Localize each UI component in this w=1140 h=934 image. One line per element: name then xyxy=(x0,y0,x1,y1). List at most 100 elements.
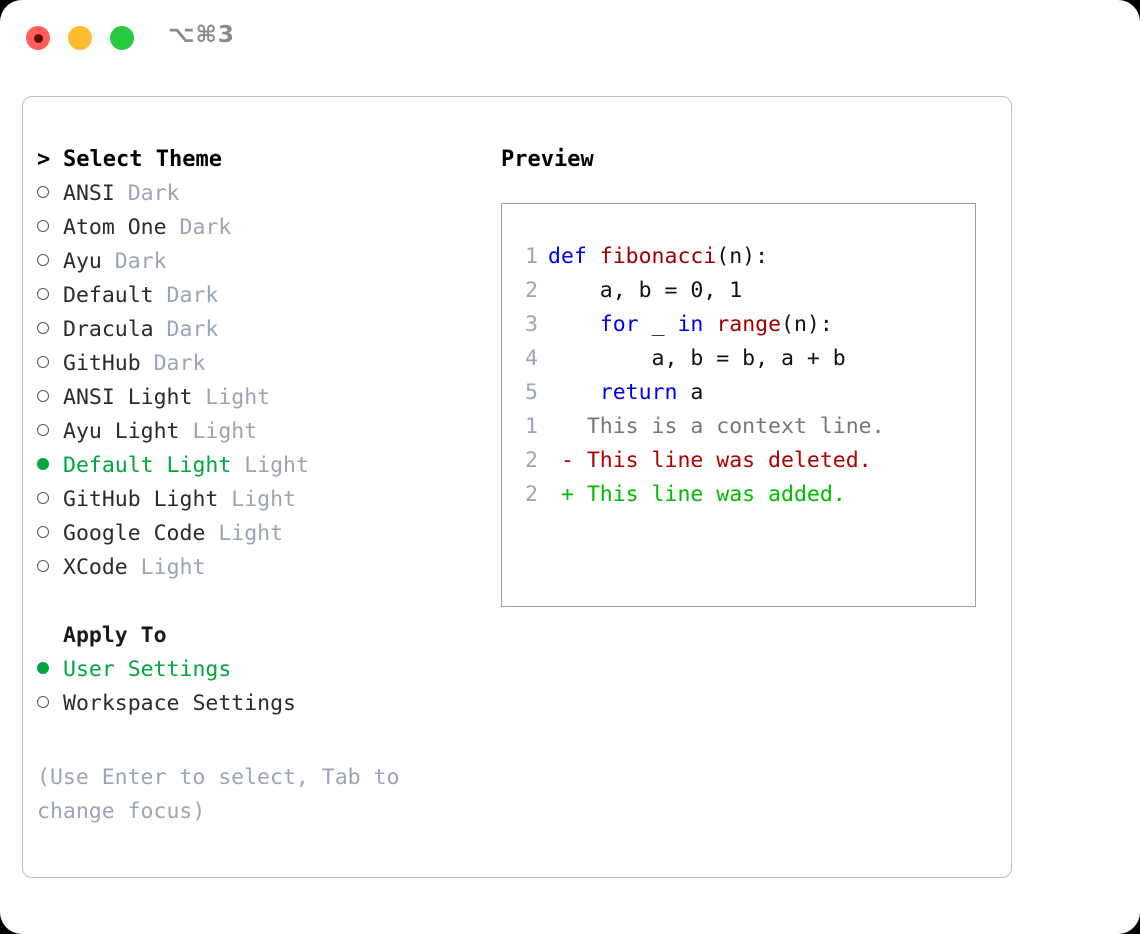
page-title: Select Theme xyxy=(63,147,222,172)
code-token: _ xyxy=(638,312,678,337)
close-light[interactable] xyxy=(26,26,50,50)
code-token: return xyxy=(599,380,678,405)
theme-option-ansi-light[interactable]: ANSI Light Light xyxy=(37,381,477,415)
line-number: 5 xyxy=(525,380,538,405)
diff-text: This is a context line. xyxy=(548,414,885,439)
theme-option-ansi[interactable]: ANSI Dark xyxy=(37,177,477,211)
line-number: 2 xyxy=(525,482,538,507)
radio-unselected-icon[interactable] xyxy=(37,483,63,517)
code-token: for xyxy=(599,312,639,337)
diff-line: 2 - This line was deleted. xyxy=(516,444,885,478)
diff-line: 2 + This line was added. xyxy=(516,478,885,512)
apply-to-label: Apply To xyxy=(63,623,167,648)
theme-option-google-code[interactable]: Google Code Light xyxy=(37,517,477,551)
keyboard-hint: (Use Enter to select, Tab to change focu… xyxy=(37,765,400,824)
diff-preview: 1 This is a context line.2 - This line w… xyxy=(516,410,885,512)
maximize-light[interactable] xyxy=(110,26,134,50)
theme-option-default[interactable]: Default Dark xyxy=(37,279,477,313)
theme-option-github[interactable]: GitHub Dark xyxy=(37,347,477,381)
code-token: (n): xyxy=(716,244,769,269)
theme-variant-tag: Dark xyxy=(153,283,219,308)
code-line: 3 for _ in range(n): xyxy=(516,308,846,342)
theme-name-label: GitHub Light xyxy=(63,487,219,512)
theme-option-ayu-light[interactable]: Ayu Light Light xyxy=(37,415,477,449)
line-number: 2 xyxy=(525,448,538,473)
radio-dot xyxy=(37,288,49,300)
code-token xyxy=(548,312,600,337)
code-line: 2 a, b = 0, 1 xyxy=(516,274,846,308)
code-token: in xyxy=(677,312,717,337)
apply-to-option-workspace-settings[interactable]: Workspace Settings xyxy=(37,687,477,721)
theme-variant-tag: Light xyxy=(192,385,271,410)
theme-variant-tag: Light xyxy=(231,453,309,478)
radio-selected-icon[interactable] xyxy=(37,653,63,687)
theme-option-atom-one[interactable]: Atom One Dark xyxy=(37,211,477,245)
theme-option-default-light[interactable]: Default Light Light xyxy=(37,449,477,483)
code-token: def xyxy=(548,244,600,269)
radio-unselected-icon[interactable] xyxy=(37,313,63,347)
radio-dot xyxy=(37,254,49,266)
line-number: 3 xyxy=(525,312,538,337)
radio-dot xyxy=(37,390,49,402)
theme-name-label: Dracula xyxy=(63,317,154,342)
code-line: 5 return a xyxy=(516,376,846,410)
radio-dot xyxy=(37,220,49,232)
theme-name-label: Default Light xyxy=(63,453,232,478)
theme-option-dracula[interactable]: Dracula Dark xyxy=(37,313,477,347)
theme-name-label: ANSI xyxy=(63,181,115,206)
theme-name-label: Ayu Light xyxy=(63,419,180,444)
list-spacer xyxy=(37,585,477,619)
radio-unselected-icon[interactable] xyxy=(37,415,63,449)
preview-title: Preview xyxy=(501,147,594,172)
theme-variant-tag: Light xyxy=(127,555,206,580)
theme-option-ayu[interactable]: Ayu Dark xyxy=(37,245,477,279)
theme-variant-tag: Light xyxy=(179,419,258,444)
prompt-marker-icon: > xyxy=(37,147,51,172)
radio-unselected-icon[interactable] xyxy=(37,517,63,551)
theme-variant-tag: Dark xyxy=(140,351,206,376)
theme-variant-tag: Dark xyxy=(153,317,219,342)
radio-unselected-icon[interactable] xyxy=(37,279,63,313)
radio-unselected-icon[interactable] xyxy=(37,347,63,381)
radio-unselected-icon[interactable] xyxy=(37,381,63,415)
code-token: a, b = b, a + b xyxy=(548,346,846,371)
apply-to-heading: Apply To xyxy=(37,619,477,653)
keyboard-shortcut-label: ⌥⌘3 xyxy=(168,22,235,48)
theme-name-label: Default xyxy=(63,283,154,308)
line-number: 4 xyxy=(525,346,538,371)
theme-variant-tag: Light xyxy=(218,487,297,512)
radio-unselected-icon[interactable] xyxy=(37,211,63,245)
apply-to-option-label: User Settings xyxy=(63,657,232,682)
radio-unselected-icon[interactable] xyxy=(37,551,63,585)
radio-dot xyxy=(37,662,49,674)
radio-unselected-icon[interactable] xyxy=(37,245,63,279)
minimize-light[interactable] xyxy=(68,26,92,50)
diff-text: + This line was added. xyxy=(548,482,846,507)
radio-selected-icon[interactable] xyxy=(37,449,63,483)
radio-unselected-icon[interactable] xyxy=(37,687,63,721)
radio-dot xyxy=(37,560,49,572)
theme-name-label: Google Code xyxy=(63,521,206,546)
theme-option-github-light[interactable]: GitHub Light Light xyxy=(37,483,477,517)
radio-unselected-icon[interactable] xyxy=(37,177,63,211)
radio-dot xyxy=(37,458,49,470)
title-bar: ⌥⌘3 xyxy=(0,0,1140,78)
line-number: 1 xyxy=(525,244,538,269)
theme-variant-tag: Dark xyxy=(166,215,232,240)
diff-line: 1 This is a context line. xyxy=(516,410,885,444)
diff-text: - This line was deleted. xyxy=(548,448,872,473)
apply-to-option-user-settings[interactable]: User Settings xyxy=(37,653,477,687)
code-token xyxy=(548,380,600,405)
radio-dot xyxy=(37,696,49,708)
theme-name-label: XCode xyxy=(63,555,128,580)
theme-name-label: ANSI Light xyxy=(63,385,193,410)
theme-name-label: GitHub xyxy=(63,351,141,376)
theme-variant-tag: Light xyxy=(205,521,284,546)
theme-option-xcode[interactable]: XCode Light xyxy=(37,551,477,585)
